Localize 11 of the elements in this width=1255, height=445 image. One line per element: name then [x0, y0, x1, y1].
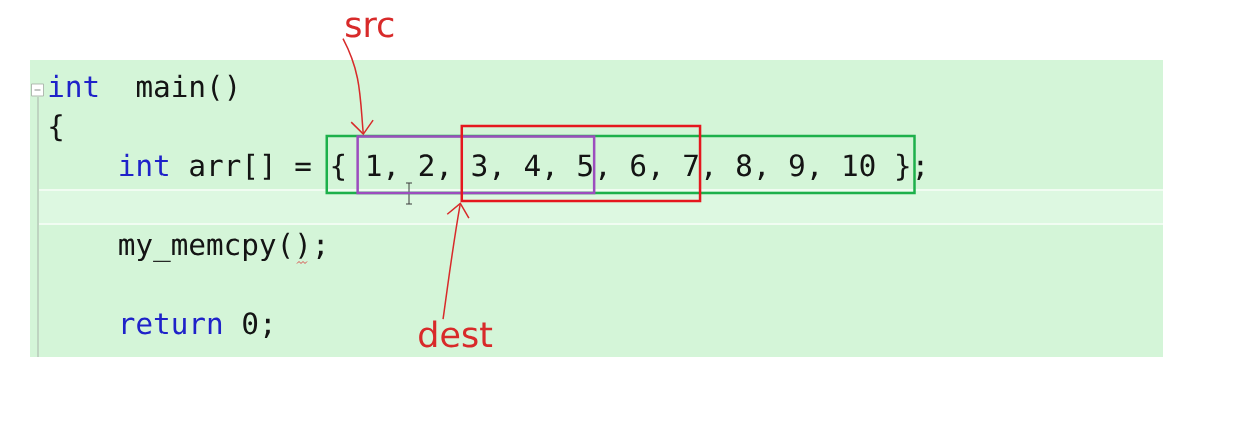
code-text: main()	[137, 74, 236, 101]
code-text: my_memcpy();	[119, 232, 323, 262]
arrow	[342, 37, 374, 136]
code-keyword: int	[120, 153, 168, 176]
code-text: 0;	[243, 312, 270, 339]
code-keyword: return	[123, 313, 222, 335]
code-text: {	[50, 114, 62, 142]
annotation-label: dest	[419, 320, 493, 348]
code-keyword: int	[49, 74, 98, 97]
arrow	[442, 202, 470, 320]
annotation-label: src	[346, 17, 394, 38]
